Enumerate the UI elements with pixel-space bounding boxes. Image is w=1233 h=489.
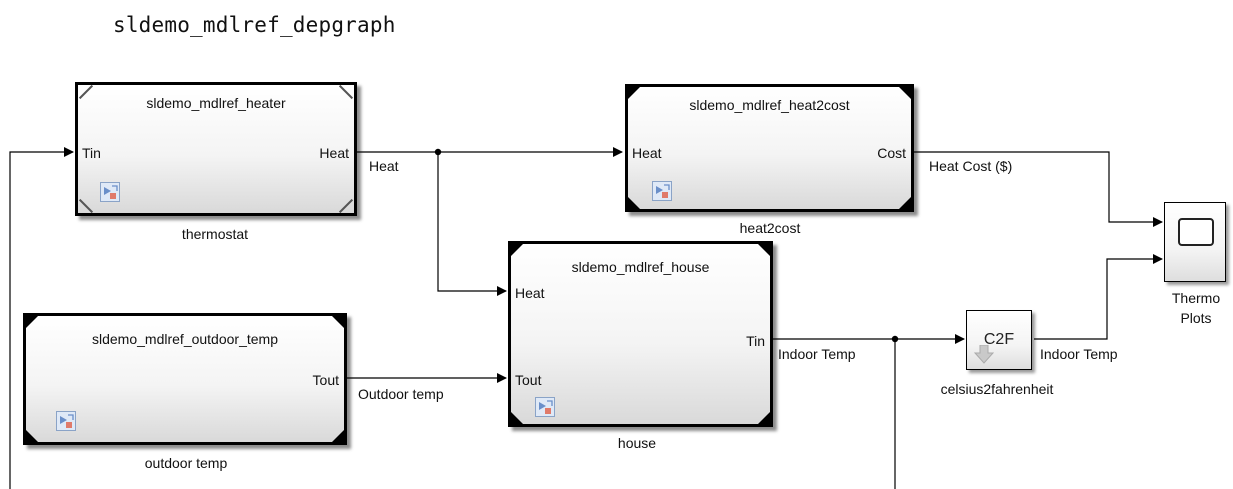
output-port-heat[interactable]: Heat [319, 145, 349, 161]
corner-mark [25, 429, 39, 443]
corner-mark [338, 198, 354, 214]
signal-label-heat-cost: Heat Cost ($) [929, 158, 1013, 174]
model-reference-icon [56, 411, 76, 431]
corner-mark [25, 315, 39, 329]
block-caption-scope-line2: Plots [1180, 310, 1212, 326]
model-title: sldemo_mdlref_depgraph [113, 13, 396, 37]
input-port-heat[interactable]: Heat [515, 285, 545, 301]
block-ref-name: sldemo_mdlref_house [571, 259, 710, 275]
block-caption-outdoor-temp: outdoor temp [144, 455, 228, 471]
input-port-tout[interactable]: Tout [515, 372, 542, 388]
house-block[interactable]: sldemo_mdlref_house Heat Tout Tin [508, 241, 773, 427]
corner-mark [510, 411, 524, 425]
block-caption-scope-line1: Thermo [1171, 290, 1221, 306]
signal-label-heat: Heat [369, 158, 399, 174]
thermostat-block[interactable]: sldemo_mdlref_heater Tin Heat [75, 82, 357, 216]
block-ref-name: sldemo_mdlref_outdoor_temp [92, 331, 278, 347]
block-caption-house: house [617, 435, 657, 451]
input-port-heat[interactable]: Heat [632, 145, 662, 161]
branch-point-heat [434, 148, 442, 156]
corner-mark [757, 411, 771, 425]
thermo-plots-scope[interactable] [1164, 202, 1226, 282]
corner-mark [627, 196, 641, 210]
signal-label-indoor-temp: Indoor Temp [778, 346, 856, 362]
wire-tin-feedback[interactable] [9, 147, 74, 489]
branch-point-indoor-temp [891, 335, 899, 343]
wire-heat-cost[interactable] [914, 151, 1163, 227]
signal-label-indoor-temp-f: Indoor Temp [1040, 346, 1118, 362]
wire-heat-branch[interactable] [437, 152, 507, 296]
model-reference-icon [100, 182, 120, 202]
model-reference-icon [652, 181, 672, 201]
model-reference-icon [535, 397, 555, 417]
outdoor-temp-block[interactable]: sldemo_mdlref_outdoor_temp Tout [23, 313, 347, 445]
corner-mark [757, 243, 771, 257]
corner-mark [331, 315, 345, 329]
corner-mark [78, 198, 94, 214]
output-port-tin[interactable]: Tin [746, 333, 765, 349]
corner-mark [331, 429, 345, 443]
corner-mark [898, 86, 912, 100]
block-ref-name: sldemo_mdlref_heat2cost [689, 97, 850, 113]
corner-mark [627, 86, 641, 100]
down-arrow-icon [974, 345, 994, 364]
wire-indoor-temp-f[interactable] [1034, 254, 1163, 340]
block-ref-name: sldemo_mdlref_heater [146, 95, 286, 111]
celsius2fahrenheit-block[interactable]: C2F [966, 310, 1032, 370]
signal-label-outdoor-temp: Outdoor temp [358, 386, 444, 402]
corner-mark [898, 196, 912, 210]
corner-mark [510, 243, 524, 257]
heat2cost-block[interactable]: sldemo_mdlref_heat2cost Heat Cost [625, 84, 914, 212]
c2f-label: C2F [983, 331, 1015, 348]
output-port-tout[interactable]: Tout [312, 372, 339, 388]
input-port-tin[interactable]: Tin [82, 145, 101, 161]
output-port-cost[interactable]: Cost [877, 145, 906, 161]
scope-screen-icon [1178, 218, 1214, 246]
block-caption-heat2cost: heat2cost [739, 220, 801, 236]
block-caption-c2f: celsius2fahrenheit [940, 381, 1054, 397]
block-caption-thermostat: thermostat [181, 226, 249, 242]
